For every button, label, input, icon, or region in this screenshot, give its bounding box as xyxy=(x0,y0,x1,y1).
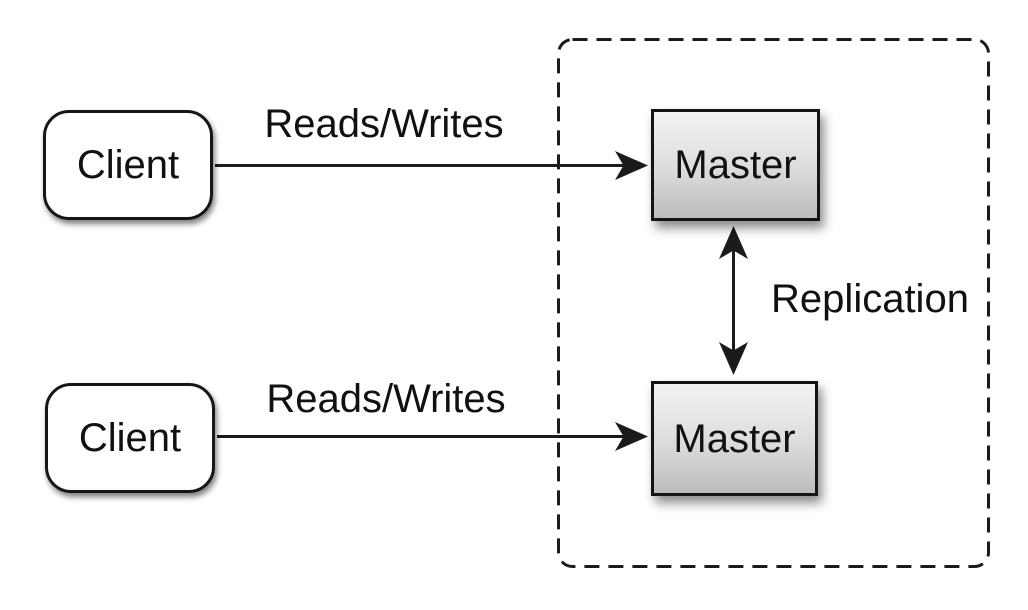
client-bottom-label: Client xyxy=(78,416,182,460)
master-bottom-label: Master xyxy=(673,416,796,461)
replication-boundary-box xyxy=(557,38,990,568)
client-top-label: Client xyxy=(76,143,180,187)
replication-label: Replication xyxy=(771,277,969,321)
arrowhead-right-icon xyxy=(615,151,648,180)
edge-reads-writes-bottom xyxy=(217,422,648,451)
client-top-node: Client xyxy=(43,110,213,220)
master-top-node: Master xyxy=(651,109,820,221)
master-bottom-node: Master xyxy=(651,381,818,496)
arrowhead-up-icon xyxy=(719,226,748,259)
arrowhead-down-icon xyxy=(719,342,748,375)
master-top-label: Master xyxy=(674,143,797,187)
reads-writes-label-top: Reads/Writes xyxy=(264,102,504,146)
reads-writes-label-bottom: Reads/Writes xyxy=(266,377,506,421)
edge-replication xyxy=(719,226,748,375)
arrowhead-right-icon xyxy=(615,422,648,451)
client-bottom-node: Client xyxy=(45,383,215,493)
edge-reads-writes-top xyxy=(215,151,648,180)
